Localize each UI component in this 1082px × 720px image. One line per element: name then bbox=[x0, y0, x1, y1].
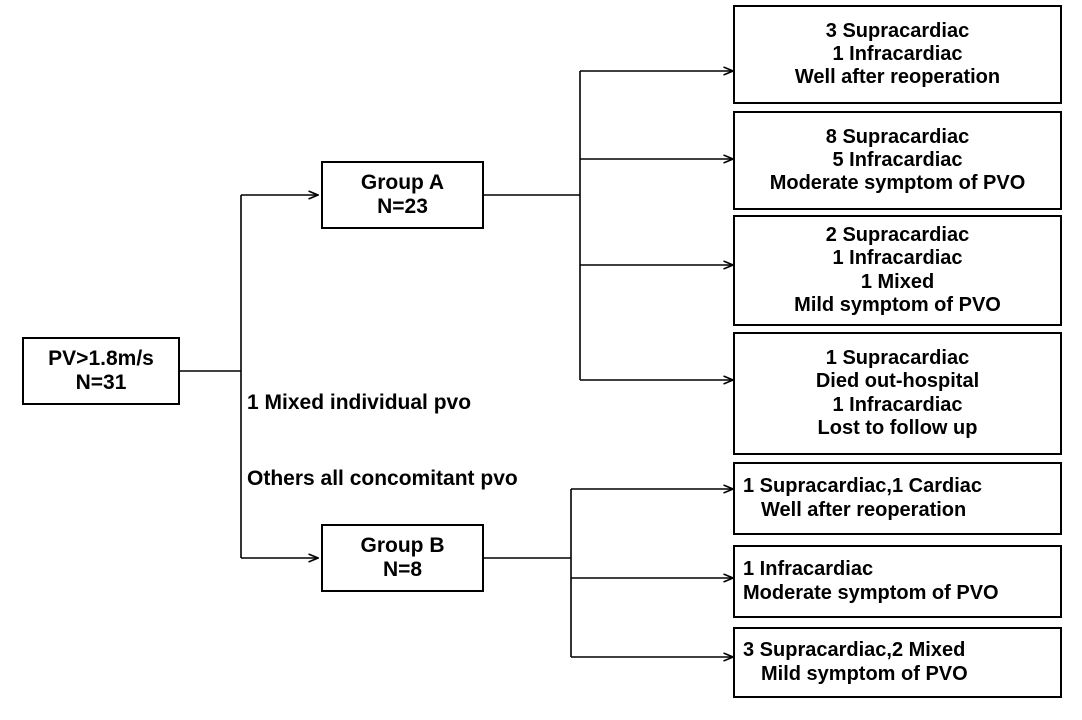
node-a-outcome-4-line-3: 1 Infracardiac bbox=[832, 393, 963, 416]
node-group-a-line-1: Group A bbox=[360, 170, 445, 194]
node-b-outcome-1-line-1: 1 Supracardiac,1 Cardiac bbox=[743, 475, 983, 498]
node-a-outcome-1-line-2: 1 Infracardiac bbox=[832, 42, 963, 65]
node-group-a[interactable]: Group A N=23 bbox=[321, 161, 484, 229]
middle-note: 1 Mixed individual pvo Others all concom… bbox=[247, 340, 577, 542]
node-b-outcome-1[interactable]: 1 Supracardiac,1 Cardiac Well after reop… bbox=[733, 462, 1062, 535]
node-a-outcome-3-line-2: 1 Infracardiac bbox=[832, 247, 963, 270]
node-a-outcome-2[interactable]: 8 Supracardiac 5 Infracardiac Moderate s… bbox=[733, 111, 1062, 210]
node-a-outcome-4[interactable]: 1 Supracardiac Died out-hospital 1 Infra… bbox=[733, 332, 1062, 455]
node-a-outcome-4-line-1: 1 Supracardiac bbox=[825, 347, 970, 370]
node-root[interactable]: PV>1.8m/s N=31 bbox=[22, 337, 180, 405]
node-b-outcome-1-line-2: Well after reoperation bbox=[761, 498, 967, 521]
node-a-outcome-1-line-3: Well after reoperation bbox=[794, 66, 1001, 89]
node-root-line-2: N=31 bbox=[75, 371, 127, 394]
node-a-outcome-1-line-1: 3 Supracardiac bbox=[825, 19, 970, 42]
node-b-outcome-3[interactable]: 3 Supracardiac,2 Mixed Mild symptom of P… bbox=[733, 627, 1062, 698]
node-b-outcome-2-line-1: 1 Infracardiac bbox=[743, 558, 874, 581]
middle-note-line-1: 1 Mixed individual pvo bbox=[247, 391, 472, 415]
node-a-outcome-1[interactable]: 3 Supracardiac 1 Infracardiac Well after… bbox=[733, 5, 1062, 104]
node-group-b-line-2: N=8 bbox=[382, 558, 423, 581]
node-a-outcome-4-line-2: Died out-hospital bbox=[815, 370, 980, 393]
node-a-outcome-4-line-4: Lost to follow up bbox=[817, 416, 978, 439]
node-root-line-1: PV>1.8m/s bbox=[48, 346, 154, 370]
node-a-outcome-2-line-2: 5 Infracardiac bbox=[832, 148, 963, 171]
middle-note-line-2: Others all concomitant pvo bbox=[247, 466, 518, 490]
node-a-outcome-3-line-3: 1 Mixed bbox=[860, 270, 935, 293]
node-b-outcome-2[interactable]: 1 Infracardiac Moderate symptom of PVO bbox=[733, 545, 1062, 618]
node-a-outcome-3-line-1: 2 Supracardiac bbox=[825, 224, 970, 247]
node-a-outcome-2-line-1: 8 Supracardiac bbox=[825, 125, 970, 148]
node-a-outcome-3-line-4: Mild symptom of PVO bbox=[794, 293, 1001, 316]
node-group-b-line-1: Group B bbox=[360, 533, 445, 557]
node-b-outcome-3-line-2: Mild symptom of PVO bbox=[761, 662, 968, 685]
node-a-outcome-3[interactable]: 2 Supracardiac 1 Infracardiac 1 Mixed Mi… bbox=[733, 215, 1062, 326]
node-b-outcome-2-line-2: Moderate symptom of PVO bbox=[743, 581, 999, 604]
node-a-outcome-2-line-3: Moderate symptom of PVO bbox=[769, 172, 1026, 195]
node-group-a-line-2: N=23 bbox=[377, 195, 428, 218]
node-b-outcome-3-line-1: 3 Supracardiac,2 Mixed bbox=[743, 639, 966, 662]
node-group-b[interactable]: Group B N=8 bbox=[321, 524, 484, 592]
